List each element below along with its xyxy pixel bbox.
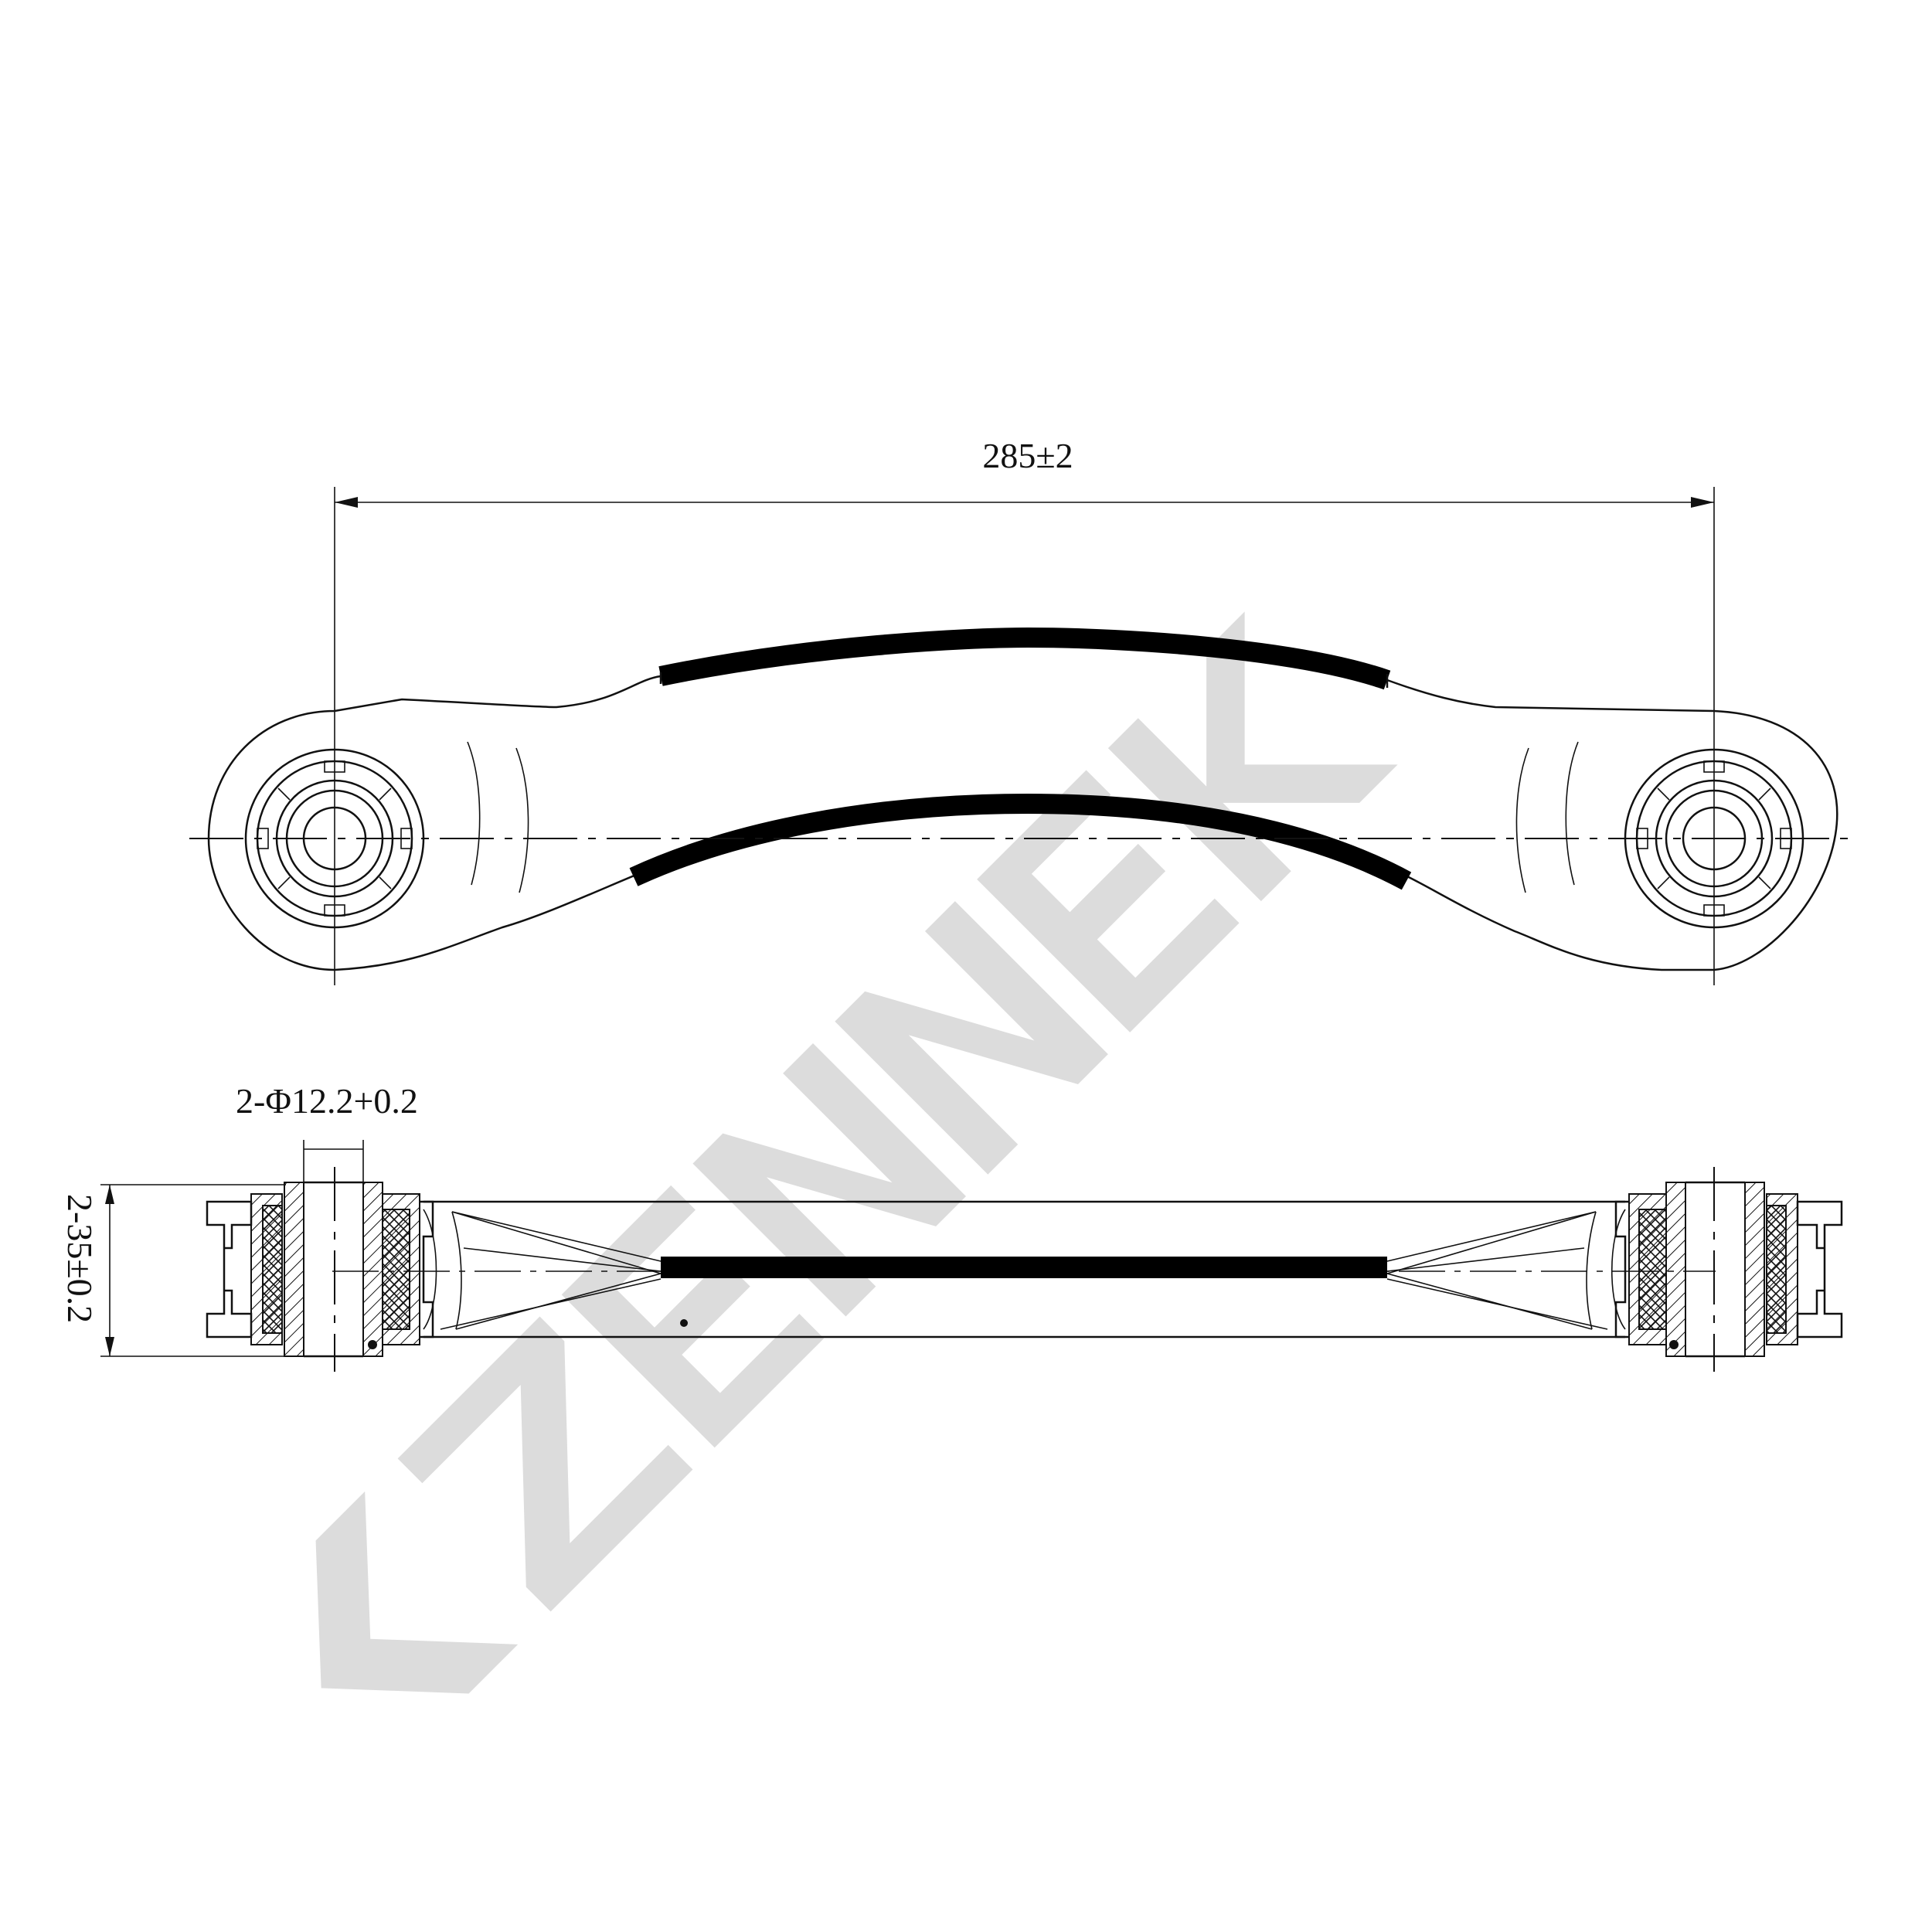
left-end-section [206,1181,434,1358]
left-eye-bushing [244,748,425,929]
flange-ends-top [659,672,1389,688]
taper-lines-left [423,1209,662,1330]
marker-dot [680,1319,688,1327]
right-eye-bushing [1624,748,1804,929]
transition-curve-left-1 [467,741,481,886]
arrow-right-icon [1691,497,1714,508]
top-view: 285±2 [189,436,1855,985]
arrow-up-icon [105,1185,114,1204]
dimension-bore: 2-Φ12.2+0.2 [236,1081,418,1121]
side-view: 2-Φ12.2+0.2 2-35±0.2 [60,1081,1843,1372]
taper-lines-right [1386,1209,1626,1330]
arrow-down-icon [105,1337,114,1356]
dimension-width: 2-35±0.2 [60,1194,100,1323]
arm-top-flange [658,627,1391,690]
watermark-logo [315,611,1398,1694]
transition-curve-right-1 [1565,741,1579,886]
transition-curve-left-2 [515,747,529,893]
dimension-length: 285±2 [982,436,1073,475]
arrow-left-icon [335,497,358,508]
transition-curve-right-2 [1515,747,1529,893]
right-end-section [1614,1181,1843,1358]
